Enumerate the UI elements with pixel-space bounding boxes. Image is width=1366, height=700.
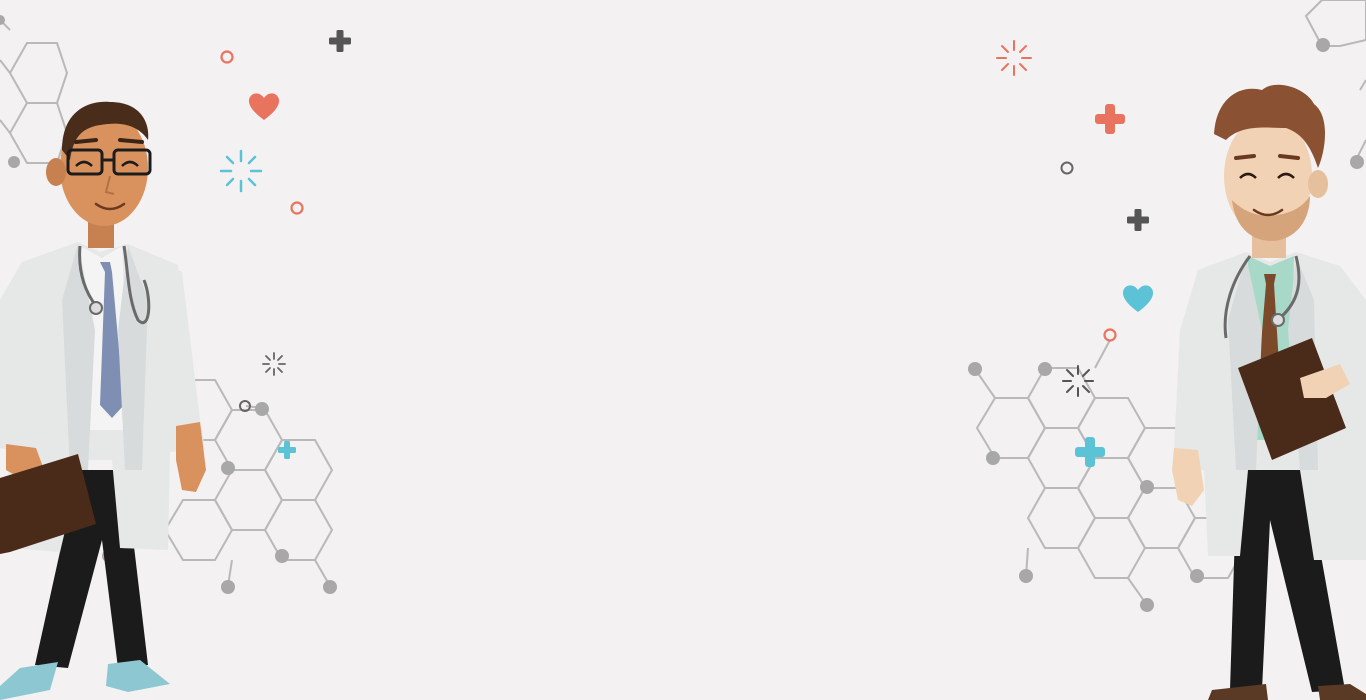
hair xyxy=(62,101,149,160)
heart-icon xyxy=(248,93,280,120)
sparkle-icon xyxy=(219,149,263,193)
plus-icon xyxy=(1075,437,1105,467)
smile xyxy=(1252,208,1284,217)
plus-icon xyxy=(1127,209,1149,231)
hexagon-nodes-right xyxy=(968,362,1204,612)
shoe-right xyxy=(1318,684,1366,700)
glasses-icon xyxy=(66,148,152,176)
doctor-left xyxy=(0,101,206,700)
stethoscope xyxy=(1223,255,1301,339)
tie xyxy=(100,262,124,418)
plus-icon xyxy=(1095,104,1125,134)
smile xyxy=(94,202,126,211)
ring-icon xyxy=(220,50,234,64)
beard xyxy=(1232,196,1310,241)
plus-icon xyxy=(329,30,351,52)
clipboard-icon xyxy=(0,454,96,554)
heart-icon xyxy=(1122,285,1154,312)
hair xyxy=(1214,84,1325,168)
hexagon-nodes-top-right xyxy=(1316,38,1364,169)
sparkle-icon xyxy=(1062,365,1094,397)
ring-icon xyxy=(239,400,251,412)
ring-icon xyxy=(1060,161,1074,175)
hand xyxy=(1172,448,1204,506)
shoe-left xyxy=(0,662,58,700)
sparkle-icon xyxy=(996,40,1032,76)
head xyxy=(1224,116,1312,236)
hand xyxy=(176,422,206,492)
ring-icon xyxy=(1103,328,1117,342)
hexagon-network-top-left xyxy=(0,19,69,164)
plus-icon xyxy=(278,441,296,459)
pants-right xyxy=(1230,438,1345,692)
hand xyxy=(1300,364,1350,398)
hexagon-nodes-top-left xyxy=(0,15,20,168)
sparkle-icon xyxy=(262,352,286,376)
shoe-right xyxy=(106,660,170,692)
stethoscope xyxy=(78,245,151,324)
ring-icon xyxy=(290,201,304,215)
clipboard-icon xyxy=(1238,338,1346,460)
doctor-right xyxy=(1172,84,1366,700)
shoe-left xyxy=(1208,684,1268,700)
